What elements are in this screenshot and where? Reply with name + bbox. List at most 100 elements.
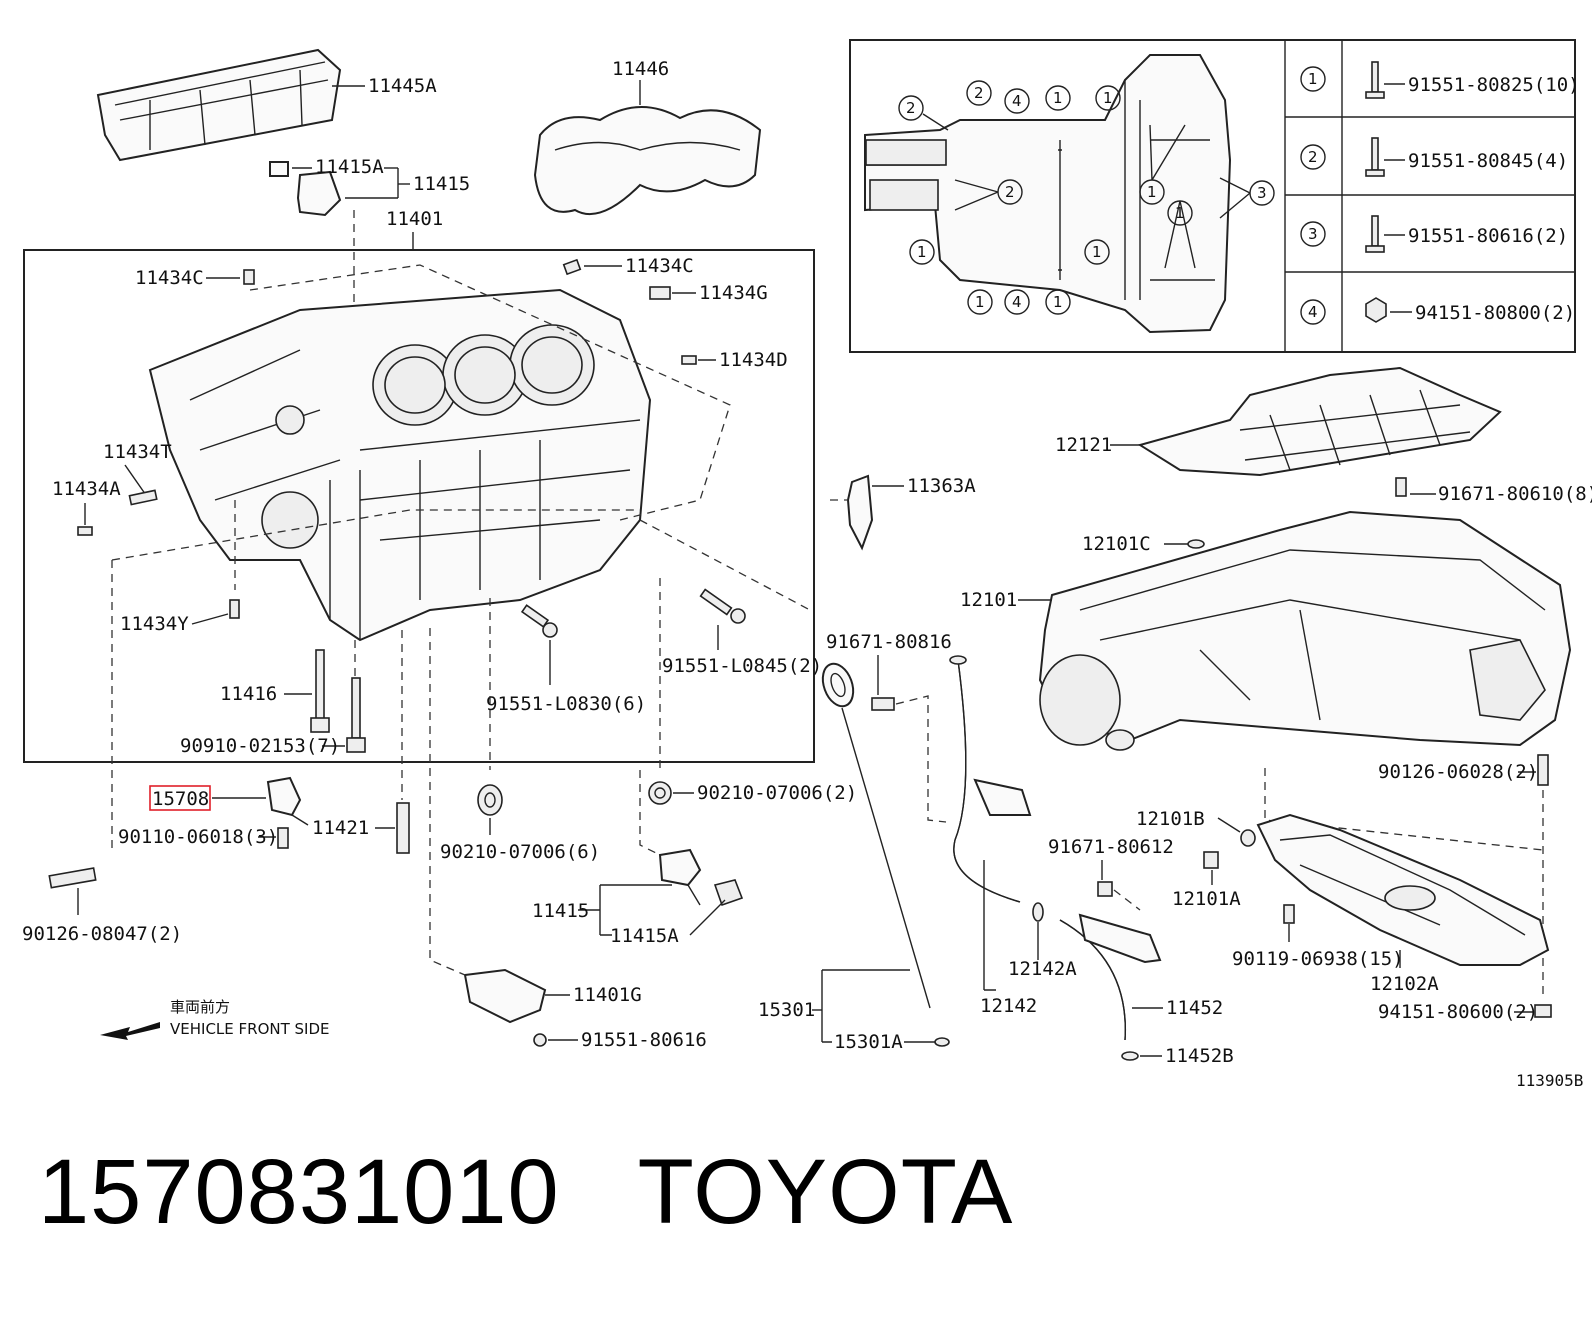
gasket-90210-07006-2: [648, 781, 672, 805]
footer-part-number: 1570831010: [38, 1141, 560, 1243]
nut-94151-80600: [1534, 1004, 1552, 1018]
vehicle-front-arrow-icon: [100, 1022, 160, 1040]
svg-text:2: 2: [1005, 183, 1015, 201]
pin-11434c-left: [243, 269, 255, 285]
callout-12142: 12142: [980, 995, 1037, 1017]
callout-11415a-bottom: 11415A: [610, 925, 679, 947]
diagram-code: 113905B: [1516, 1071, 1583, 1090]
callout-12142a: 12142A: [1008, 958, 1077, 980]
bolt-90110-06018: [277, 827, 289, 849]
callout-11452b: 11452B: [1165, 1045, 1234, 1067]
callout-11446: 11446: [612, 58, 669, 80]
callout-11445a: 11445A: [368, 75, 437, 97]
callout-11416: 11416: [220, 683, 277, 705]
callout-12101c: 12101C: [1082, 533, 1151, 555]
callout-90210-6: 90210-07006(6): [440, 841, 600, 863]
bolt-location-inset: [849, 39, 1576, 353]
callout-15301a: 15301A: [834, 1031, 903, 1053]
inset-row-4-part: 94151-80800(2): [1415, 302, 1575, 324]
oil-baffle-11446: [533, 106, 762, 215]
footer-brand: TOYOTA: [637, 1141, 1014, 1243]
oil-control-valve-top: [269, 161, 342, 217]
callout-90119: 90119-06938(15): [1232, 948, 1404, 970]
svg-text:1: 1: [917, 243, 927, 261]
highlight-15708: [149, 785, 211, 811]
svg-text:4: 4: [1308, 303, 1318, 321]
callout-90910: 90910-02153(7): [180, 735, 340, 757]
inset-markers: 2 2 4 1 1 2 1 1 1 4 1 1 1 3: [898, 80, 1275, 315]
pin-11434y: [229, 599, 240, 619]
callout-11401g: 11401G: [573, 984, 642, 1006]
direction-english: VEHICLE FRONT SIDE: [170, 1020, 330, 1038]
gasket-12101b: [1240, 829, 1256, 847]
stud-90126-06028: [1537, 754, 1549, 786]
callout-11434a: 11434A: [52, 478, 121, 500]
callout-91551-80616-b: 91551-80616: [581, 1029, 707, 1051]
svg-text:4: 4: [1012, 92, 1022, 110]
svg-text:3: 3: [1257, 184, 1267, 202]
svg-text:1: 1: [1092, 243, 1102, 261]
pin-11434c-right: [562, 258, 582, 276]
svg-text:3: 3: [1308, 225, 1318, 243]
inset-row-2-part: 91551-80845(4): [1408, 150, 1568, 172]
crank-position-sensor-11401g: [463, 968, 547, 1047]
callout-11434c-left: 11434C: [135, 267, 204, 289]
svg-text:1: 1: [1053, 293, 1063, 311]
oil-control-valve-bottom: [658, 848, 744, 907]
callout-12102a: 12102A: [1370, 973, 1439, 995]
callout-15301: 15301: [758, 999, 815, 1021]
oil-pan-insulator-12121: [1137, 366, 1502, 477]
svg-text:1: 1: [1103, 89, 1113, 107]
o-ring-15301a: [934, 1037, 950, 1047]
plug-12101a: [1203, 851, 1219, 869]
callout-11415a-top: 11415A: [315, 156, 384, 178]
callout-90210-2: 90210-07006(2): [697, 782, 857, 804]
callout-15708: 15708: [152, 788, 209, 810]
gasket-90210-07006-6: [477, 784, 503, 816]
callout-11434y: 11434Y: [120, 613, 189, 635]
svg-text:1: 1: [1147, 183, 1157, 201]
callout-11421: 11421: [312, 817, 369, 839]
knock-sensor-15708: [266, 776, 309, 826]
inset-row-1-part: 91551-80825(10): [1408, 74, 1580, 96]
pin-11434g: [649, 286, 671, 300]
direction-japanese: 車両前方: [170, 998, 230, 1016]
svg-text:1: 1: [1308, 70, 1318, 88]
svg-text:1: 1: [1053, 89, 1063, 107]
bolt-91671-80612: [1097, 881, 1113, 897]
callout-12121: 12121: [1055, 434, 1112, 456]
cylinder-block-group-frame: [23, 249, 815, 763]
callout-12101a: 12101A: [1172, 888, 1241, 910]
callout-91671-80816: 91671-80816: [826, 631, 952, 653]
inset-table: 1 91551-80825(10) 2 91551-80845(4) 3 915…: [1300, 61, 1580, 325]
oil-pan-no2-12102a: [1256, 813, 1550, 966]
callout-94151-80600: 94151-80600(2): [1378, 1001, 1538, 1023]
pin-11434d: [681, 355, 697, 365]
callout-11434c-right: 11434C: [625, 255, 694, 277]
footer-caption: 1570831010 TOYOTA: [38, 1140, 1013, 1245]
pin-11434a: [77, 526, 93, 536]
bolt-91551-l0830: [520, 604, 558, 638]
stud-11421: [396, 802, 410, 854]
callout-12101: 12101: [960, 589, 1017, 611]
callout-11401: 11401: [386, 208, 443, 230]
oil-strainer-pipe-11452: [1059, 913, 1162, 1041]
bolt-11416: [310, 649, 330, 733]
callout-11434t: 11434T: [103, 441, 172, 463]
callout-11434g: 11434G: [699, 282, 768, 304]
callout-12101b: 12101B: [1136, 808, 1205, 830]
bolt-90119-06938: [1283, 904, 1295, 924]
gasket-11452b: [1121, 1051, 1139, 1061]
bolt-91671-80816: [871, 697, 895, 711]
svg-text:1: 1: [975, 293, 985, 311]
oil-pan-12101: [1038, 510, 1572, 751]
cylinder-block-11401: [148, 288, 652, 642]
callout-11452: 11452: [1166, 997, 1223, 1019]
svg-text:2: 2: [974, 84, 984, 102]
timing-chain-cover-bracket-11363a: [846, 474, 874, 551]
svg-text:4: 4: [1012, 293, 1022, 311]
callout-90126-06028: 90126-06028(2): [1378, 761, 1538, 783]
callout-90126-08047: 90126-08047(2): [22, 923, 182, 945]
oil-level-gauge-15301: [821, 662, 931, 1009]
